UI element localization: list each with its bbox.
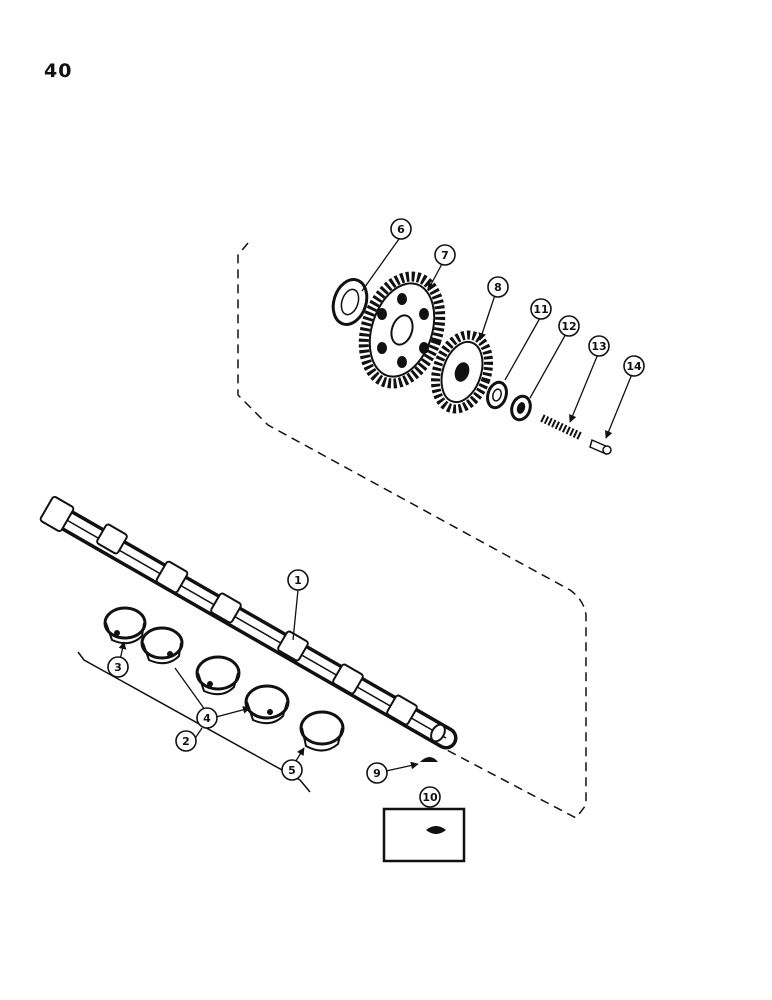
svg-text:1: 1 [294,574,302,587]
callout-4: 4 [196,707,218,729]
spring-part [540,414,582,440]
callout-14: 14 [623,355,645,377]
svg-text:7: 7 [441,249,449,262]
idler-gear-part [430,330,494,414]
rear-bushing-part [299,710,345,752]
callout-7: 7 [434,244,456,266]
svg-text:14: 14 [626,360,642,373]
thrust-washer-part [331,278,369,326]
svg-text:6: 6 [397,223,405,236]
callout-8: 8 [487,276,509,298]
callout-13: 13 [588,335,610,357]
dashed-outline [237,242,587,819]
intermediate-bushing-part-1 [140,626,184,665]
svg-text:4: 4 [203,712,211,725]
intermediate-bushing-part-3 [244,684,290,725]
intermediate-bushing-part-2 [195,655,241,696]
callout-6: 6 [390,218,412,240]
plunger-part [589,438,612,456]
svg-text:3: 3 [114,661,122,674]
svg-text:8: 8 [494,281,502,294]
callout-11: 11 [530,298,552,320]
svg-text:2: 2 [182,735,190,748]
svg-text:12: 12 [561,320,576,333]
bearing-part [510,394,532,422]
callout-1: 1 [287,569,309,591]
callout-2: 2 [175,730,197,752]
page-number: 40 [44,60,73,82]
camshaft-part [39,495,458,750]
callout-9: 9 [366,762,388,784]
svg-text:13: 13 [591,340,606,353]
callout-12: 12 [558,315,580,337]
callout-10: 10 [419,786,441,808]
callout-3: 3 [107,656,129,678]
svg-text:5: 5 [288,764,296,777]
key-inset-box [382,807,466,863]
leader-lines [118,238,633,772]
woodruff-key-part [420,757,438,762]
washer-part [486,380,508,410]
bushing-set-bracket [77,651,311,793]
front-bushing-part [103,606,147,645]
svg-text:10: 10 [422,791,438,804]
svg-text:9: 9 [373,767,381,780]
svg-text:11: 11 [533,303,548,316]
camshaft-gear-part [358,271,446,389]
callout-5: 5 [281,759,303,781]
